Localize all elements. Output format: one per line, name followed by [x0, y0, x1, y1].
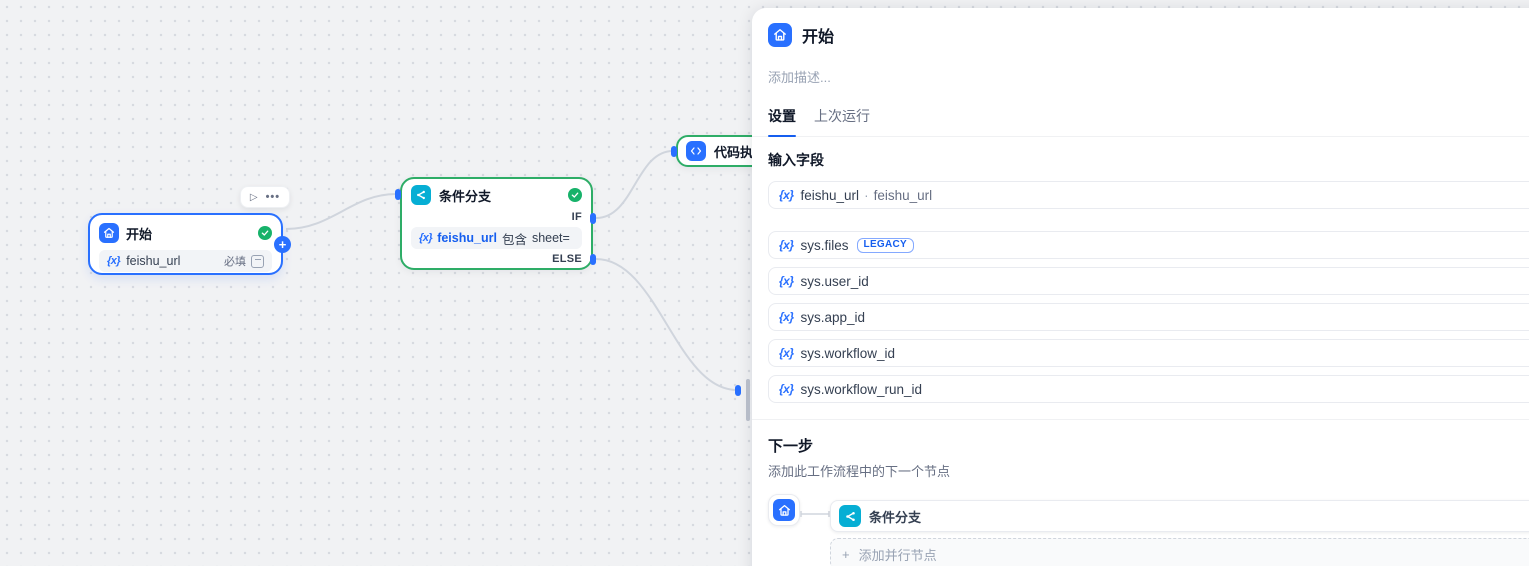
condition-variable: feishu_url [437, 231, 497, 245]
panel-header: 开始 [768, 8, 1529, 47]
field-row-sys-files[interactable]: {x} sys.files LEGACY [768, 231, 1529, 259]
add-parallel-label: 添加并行节点 [858, 547, 937, 563]
field-name: feishu_url [800, 187, 860, 203]
input-field-list: {x} feishu_url · feishu_url {x} sys.file… [768, 181, 1529, 403]
node-config-panel: 开始 添加描述... 设置 上次运行 输入字段 {x} feishu_url ·… [752, 8, 1529, 566]
add-parallel-node-button[interactable]: + 添加并行节点 [830, 538, 1529, 566]
condition-expression: {x} feishu_url 包含 sheet= [411, 227, 582, 249]
condition-operator: 包含 [501, 232, 527, 247]
run-node-icon[interactable]: ▷ [249, 191, 258, 203]
home-icon [99, 223, 119, 243]
field-name: sys.user_id [800, 273, 869, 289]
code-input-handle[interactable] [671, 146, 677, 157]
connector-line [800, 511, 830, 517]
home-icon [768, 23, 792, 47]
required-label: 必填 [224, 256, 246, 268]
next-node-condition[interactable]: 条件分支 [830, 500, 1529, 532]
node-title: 开始 [126, 226, 153, 242]
condition-value: sheet= [531, 231, 570, 245]
variable-icon: {x} [779, 346, 794, 360]
condition-else-output-handle[interactable] [590, 254, 596, 265]
field-alias: feishu_url [873, 187, 933, 203]
edge-if-to-code [595, 150, 674, 219]
next-step-heading: 下一步 [768, 438, 814, 455]
field-row-sys-user-id[interactable]: {x} sys.user_id [768, 267, 1529, 295]
panel-title: 开始 [802, 29, 835, 46]
success-check-icon [258, 226, 272, 240]
edge-start-to-condition [285, 193, 397, 230]
variable-icon: {x} [779, 382, 794, 396]
else-branch-label: ELSE [552, 253, 582, 265]
current-node-chip [768, 494, 800, 526]
field-row-feishu-url[interactable]: {x} feishu_url · feishu_url [768, 181, 1529, 209]
tab-settings[interactable]: 设置 [768, 106, 796, 137]
field-name: sys.app_id [800, 309, 866, 325]
node-toolbar: ▷ ••• [240, 186, 290, 208]
add-next-node-button[interactable]: + [274, 236, 291, 253]
node-start[interactable]: 开始 + {x} feishu_url 必填 [88, 213, 291, 275]
condition-if-output-handle[interactable] [590, 213, 596, 224]
more-menu-icon[interactable]: ••• [265, 191, 281, 203]
input-fields-heading: 输入字段 [768, 152, 824, 168]
variable-icon: {x} [779, 274, 794, 288]
condition-input-handle[interactable] [395, 189, 401, 200]
code-icon [686, 141, 706, 161]
branch-icon [411, 185, 431, 205]
next-step-diagram: 条件分支 + 添加并行节点 [768, 494, 1529, 566]
field-name: sys.workflow_run_id [800, 381, 923, 397]
field-row-sys-workflow-run-id[interactable]: {x} sys.workflow_run_id [768, 375, 1529, 403]
variable-icon: {x} [107, 255, 121, 267]
variable-icon: {x} [419, 232, 433, 244]
description-input[interactable]: 添加描述... [768, 70, 831, 85]
success-check-icon [568, 188, 582, 202]
hidden-node-input-handle[interactable] [735, 385, 741, 396]
edge-else-to-hidden-node [595, 258, 738, 391]
variable-icon: {x} [779, 310, 794, 324]
start-variable-row[interactable]: {x} feishu_url 必填 [99, 250, 272, 272]
home-icon [773, 499, 795, 521]
panel-tabs: 设置 上次运行 [752, 106, 1529, 137]
variable-icon: {x} [779, 238, 794, 252]
next-node-column: 条件分支 + 添加并行节点 [830, 500, 1529, 566]
if-branch-label: IF [571, 211, 582, 223]
variable-name: feishu_url [126, 254, 181, 268]
text-input-type-icon [251, 254, 264, 268]
branch-icon [839, 505, 861, 527]
section-divider [752, 419, 1529, 420]
field-name: sys.files [800, 237, 849, 253]
node-condition[interactable]: 条件分支 IF {x} feishu_url 包含 sheet= ELSE [400, 177, 593, 270]
field-row-sys-workflow-id[interactable]: {x} sys.workflow_id [768, 339, 1529, 367]
plus-icon: + [842, 546, 850, 562]
field-name: sys.workflow_id [800, 345, 896, 361]
field-row-sys-app-id[interactable]: {x} sys.app_id [768, 303, 1529, 331]
node-title: 条件分支 [439, 188, 492, 204]
tab-last-run[interactable]: 上次运行 [814, 108, 870, 124]
variable-icon: {x} [779, 188, 794, 202]
legacy-badge: LEGACY [856, 237, 915, 253]
panel-resize-handle[interactable] [746, 379, 750, 421]
field-separator: · [864, 187, 869, 203]
next-step-subtitle: 添加此工作流程中的下一个节点 [768, 464, 951, 479]
next-node-title: 条件分支 [869, 509, 922, 525]
